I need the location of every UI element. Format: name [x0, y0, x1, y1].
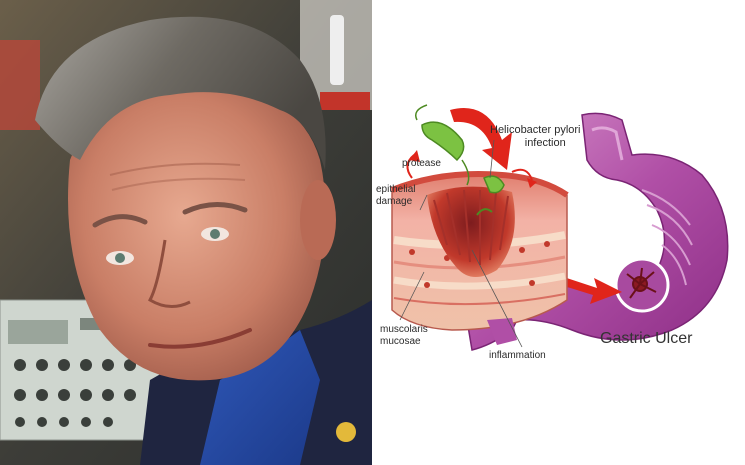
lapel-pin: [336, 422, 356, 442]
diagram-title: Gastric Ulcer: [600, 330, 693, 347]
face: [68, 80, 326, 381]
label-h-pylori: Helicobacter pylori infection: [490, 124, 581, 149]
lab-bottle: [330, 15, 344, 85]
left-eyebrow: [92, 214, 148, 228]
label-protease: protease: [402, 158, 441, 169]
right-eyebrow: [182, 202, 248, 215]
gray-hair: [35, 16, 326, 171]
label-muscularis-mucosae: muscolaris mucosae: [380, 324, 428, 347]
red-box: [320, 92, 370, 110]
curved-red-arrow: [450, 108, 512, 170]
mouth: [148, 328, 252, 349]
ear: [300, 180, 336, 260]
label-inflammation: inflammation: [489, 350, 546, 361]
portrait-illustration: [0, 0, 372, 465]
ulcer-spot: [626, 267, 657, 299]
diagram-illustration: [390, 104, 729, 351]
blue-shirt: [200, 330, 320, 465]
gastric-ulcer-diagram: Helicobacter pylori infection protease e…: [372, 0, 745, 465]
bacteria-icon: [415, 104, 505, 216]
portrait-photo: [0, 0, 372, 465]
tissue-cross-section: [390, 171, 569, 345]
nose: [148, 239, 191, 308]
red-circuit-board: [0, 40, 40, 130]
label-epithelial-damage: epithelial damage: [376, 184, 416, 207]
small-arrow-right: [511, 168, 533, 181]
